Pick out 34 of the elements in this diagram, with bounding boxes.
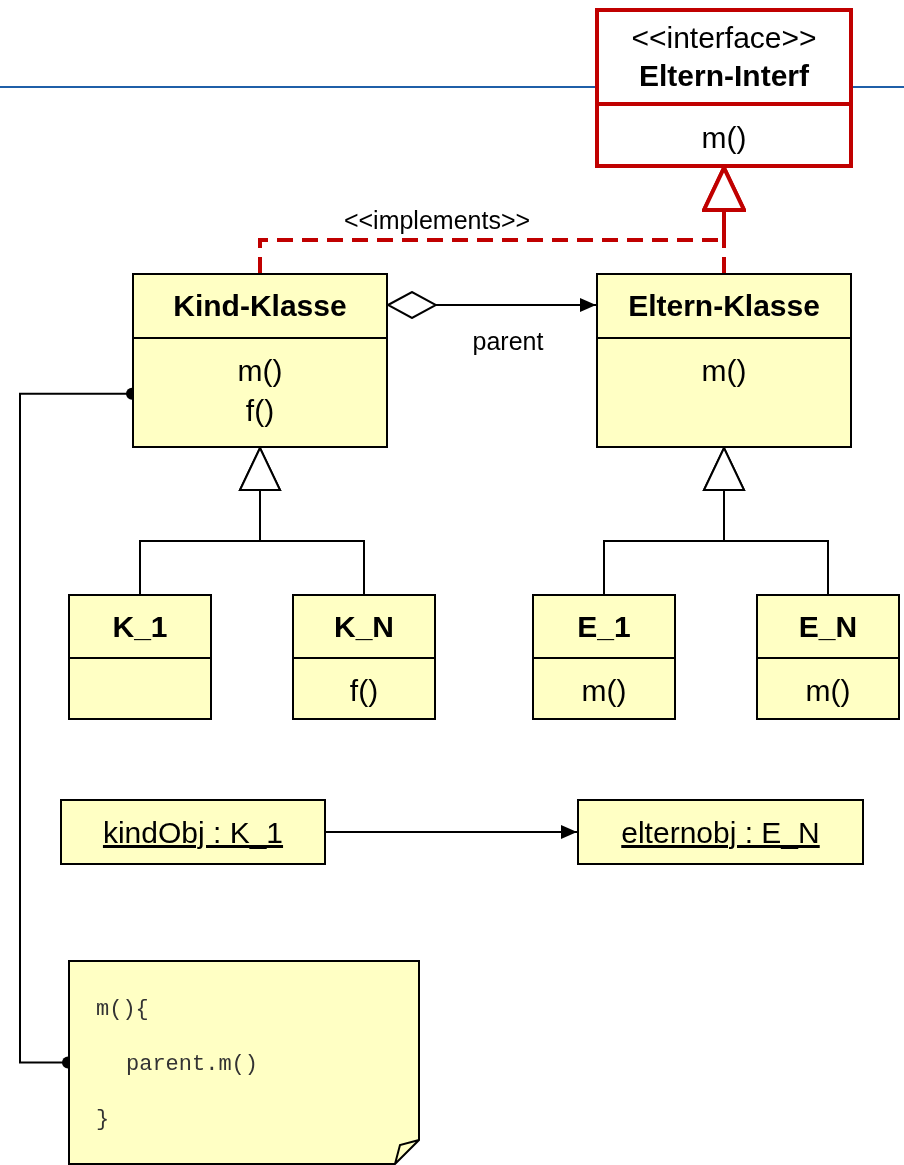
stereotype: <<interface>> — [631, 20, 817, 56]
class-box — [68, 594, 212, 720]
object-box — [60, 799, 326, 865]
class-name: Eltern-Interf — [639, 58, 809, 94]
object-box — [577, 799, 864, 865]
object-name: kindObj : K_1 — [102, 814, 284, 851]
method-name: f() — [245, 393, 275, 429]
method-name: m() — [701, 353, 747, 389]
method-name: m() — [805, 673, 851, 709]
class-name: Eltern-Klasse — [628, 288, 820, 324]
class-name: E_1 — [577, 608, 631, 645]
class-name: Kind-Klasse — [173, 288, 347, 324]
code-line: m(){ — [95, 996, 150, 1024]
connector — [703, 447, 829, 595]
object-name: elternobj : E_N — [621, 814, 820, 851]
class-name: K_N — [334, 608, 394, 645]
method-name: m() — [237, 353, 283, 389]
method-name: m() — [701, 120, 747, 156]
class-box — [292, 594, 436, 720]
connector — [325, 825, 578, 839]
class-box — [756, 594, 900, 720]
class-box — [596, 273, 852, 448]
class-name: E_N — [798, 608, 858, 645]
connector — [702, 166, 746, 273]
code-line: } — [95, 1106, 111, 1134]
connector — [387, 291, 597, 319]
method-name: m() — [581, 673, 627, 709]
interface-box — [595, 8, 853, 168]
class-box — [532, 594, 676, 720]
method-name: f() — [349, 673, 379, 709]
class-box — [132, 273, 388, 448]
code-line: parent.m() — [125, 1051, 260, 1079]
class-name: K_1 — [112, 608, 168, 645]
connector — [239, 447, 365, 595]
